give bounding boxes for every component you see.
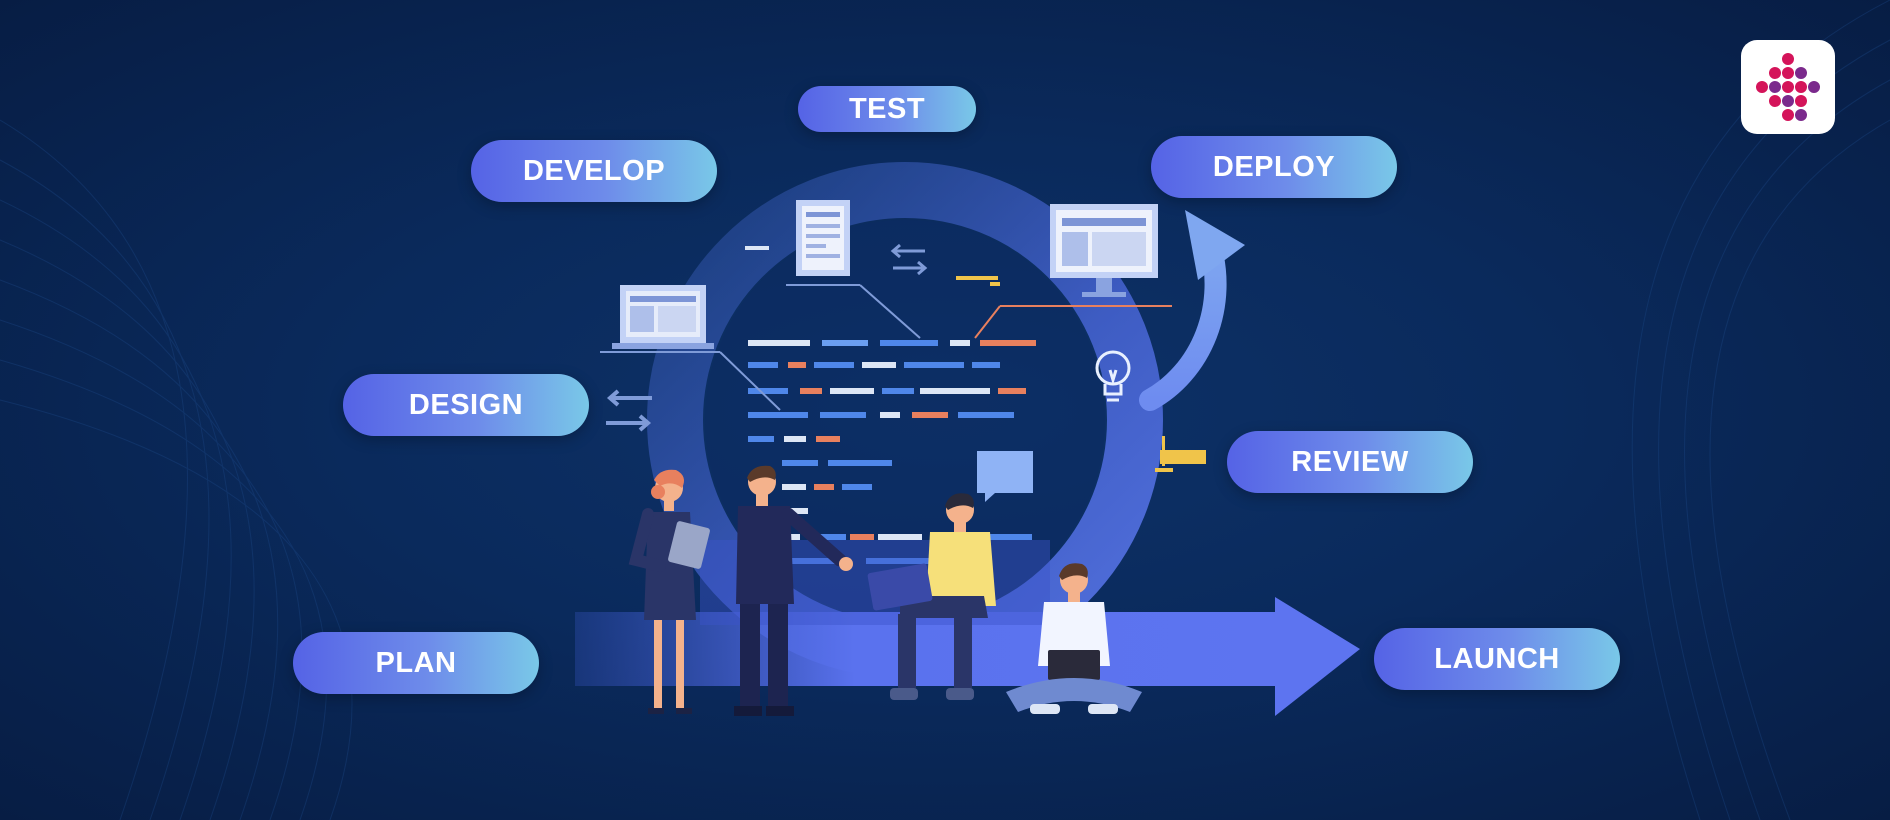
stage-deploy-label: DEPLOY <box>1212 150 1336 183</box>
brand-logo <box>1741 40 1835 134</box>
deco-yellow-bars <box>1155 436 1206 472</box>
document-icon <box>796 200 850 276</box>
man-standing <box>734 465 853 716</box>
monitor-icon <box>1050 204 1158 297</box>
stage-review-label: REVIEW <box>1291 445 1409 478</box>
man-sitting-yellow <box>867 493 996 700</box>
stage-launch: LAUNCH <box>1374 628 1620 690</box>
curved-arrow <box>1139 210 1245 411</box>
lightbulb-icon <box>1095 350 1131 402</box>
stage-test-label: TEST <box>848 92 926 125</box>
stage-design-label: DESIGN <box>408 388 524 421</box>
stage-plan-label: PLAN <box>375 646 457 679</box>
code-lines <box>748 340 1036 564</box>
deco-dash <box>745 246 769 250</box>
stage-develop-label: DEVELOP <box>522 154 666 187</box>
launch-arrow <box>575 597 1360 716</box>
man-cross-legged <box>1006 563 1142 714</box>
woman-with-tablet <box>628 469 710 714</box>
stage-test: TEST <box>798 86 976 132</box>
swap-arrows-left-icon <box>606 389 652 432</box>
stage-develop: DEVELOP <box>471 140 717 202</box>
stage-deploy: DEPLOY <box>1151 136 1397 198</box>
stage-review: REVIEW <box>1227 431 1473 493</box>
deco-yellow-dash <box>956 276 1000 286</box>
swap-arrows-icon <box>890 243 928 276</box>
dot-grid-logo-icon <box>1756 53 1820 121</box>
stage-launch-label: LAUNCH <box>1434 642 1560 675</box>
chat-bubble-icon <box>977 451 1033 502</box>
laptop-icon <box>612 285 714 349</box>
stage-plan: PLAN <box>293 632 539 694</box>
stage-design: DESIGN <box>343 374 589 436</box>
